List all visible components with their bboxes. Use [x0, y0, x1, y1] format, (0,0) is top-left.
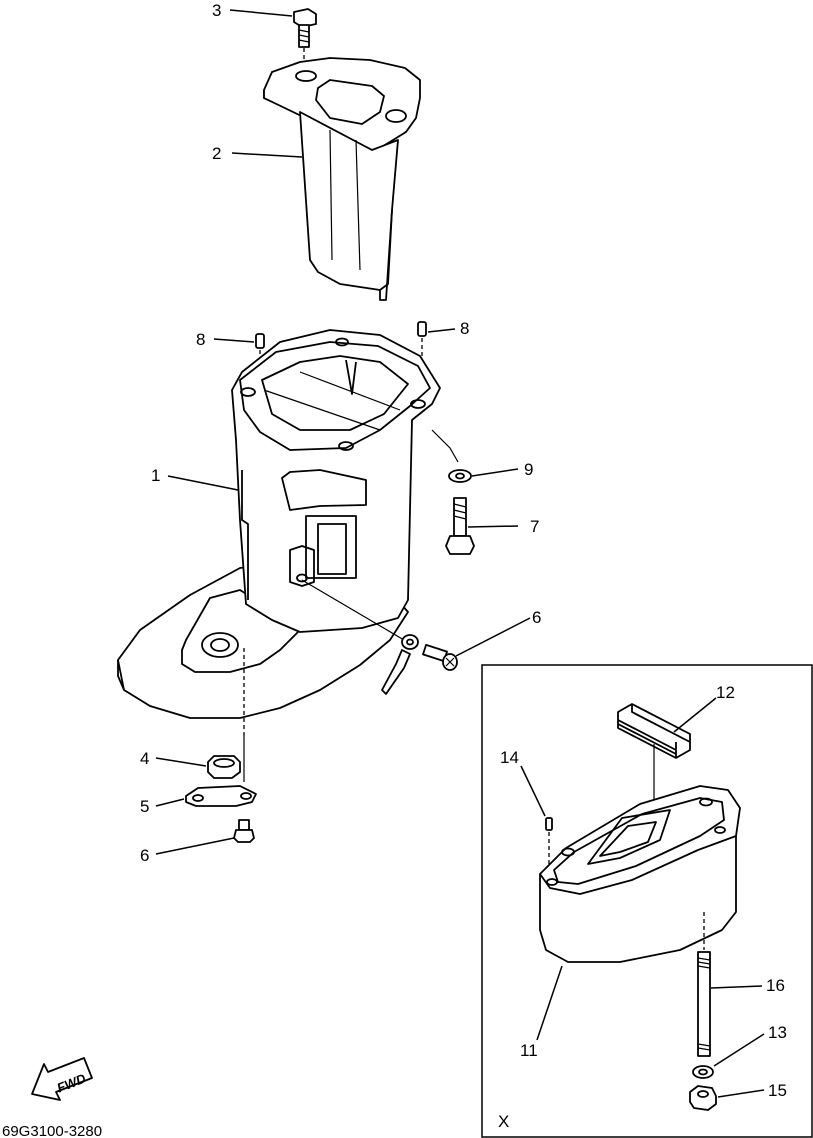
- callout-7: 6: [532, 608, 541, 627]
- part-2-upper-casing: [263, 57, 421, 301]
- callout-5: 5: [140, 797, 149, 816]
- callout-10: 9: [524, 460, 533, 479]
- part-8-dowel-pin-right: [417, 321, 427, 337]
- inset-box: [481, 664, 813, 1138]
- callout-15: 14: [500, 748, 519, 767]
- callout-6: 6: [140, 846, 149, 865]
- diagram-code: 69G3100-3280: [2, 1123, 102, 1138]
- part-9-bolt: [445, 497, 475, 555]
- part-12-block: [617, 703, 691, 759]
- part-8-dowel-pin-left: [255, 333, 265, 349]
- part-4-grommet: [207, 755, 241, 779]
- callout-9: 7: [530, 517, 539, 536]
- part-5-gasket-plate: [185, 785, 257, 807]
- callout-3: 3: [212, 1, 221, 20]
- part-11-spacer: [539, 785, 741, 963]
- callout-4: 4: [140, 749, 149, 768]
- part-1-lower-casing: [117, 329, 441, 719]
- callout-14: 15: [768, 1081, 787, 1100]
- ground-lead-terminal: [381, 634, 419, 695]
- part-13-washer: [692, 1065, 714, 1079]
- part-6-nut: [233, 819, 255, 843]
- part-14-nut: [689, 1085, 717, 1111]
- part-7-screw: [422, 643, 458, 671]
- callout-12: 12: [716, 683, 735, 702]
- fwd-arrow-icon: FWD: [31, 1057, 93, 1101]
- leader-lines: [155, 9, 765, 1098]
- callout-11: 11: [520, 1041, 538, 1060]
- part-10-washer: [448, 469, 472, 483]
- callout-1: 1: [151, 466, 160, 485]
- callout-8-left: 8: [196, 330, 205, 349]
- callout-16: 16: [766, 976, 785, 995]
- part-3-bolt: [293, 8, 317, 48]
- callout-2: 2: [212, 144, 221, 163]
- callout-13: 13: [768, 1023, 787, 1042]
- part-15-pin: [545, 817, 553, 831]
- part-16-stud-bolt: [697, 951, 711, 1057]
- callout-8-right: 8: [460, 319, 469, 338]
- inset-box-label: X: [498, 1112, 509, 1131]
